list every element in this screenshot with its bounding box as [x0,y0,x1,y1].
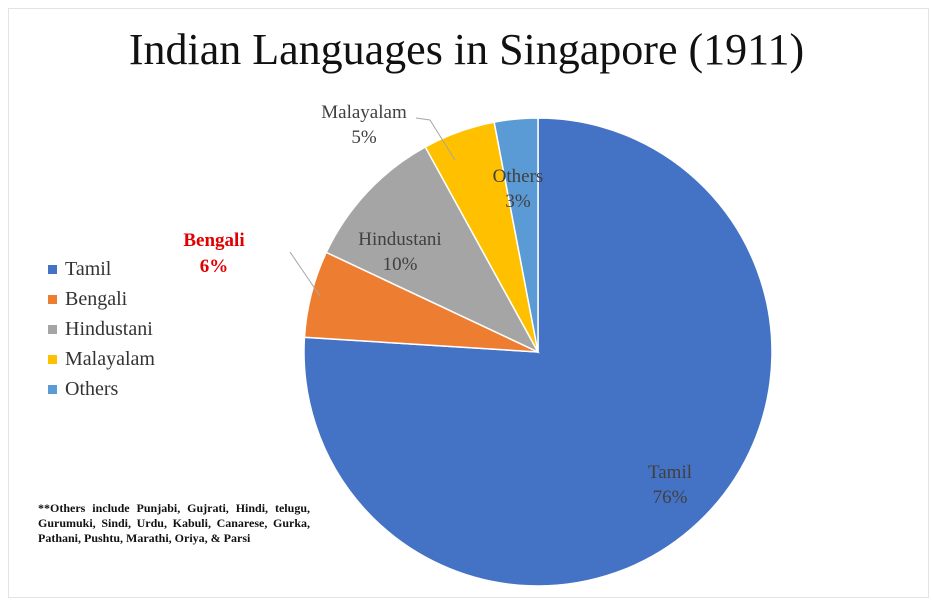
legend-label-malayalam: Malayalam [65,347,155,370]
legend-label-bengali: Bengali [65,287,128,310]
data-label-value-malayalam: 5% [351,127,377,148]
legend-label-others: Others [65,377,119,400]
leader-line-bengali [289,251,321,297]
data-label-name-hindustani: Hindustani [358,229,441,250]
data-label-value-tamil: 76% [653,487,688,508]
data-label-name-tamil: Tamil [648,462,692,483]
data-label-name-malayalam: Malayalam [321,102,407,123]
legend-item-malayalam: Malayalam [48,344,155,374]
legend-swatch-bengali [48,294,57,304]
legend-item-tamil: Tamil [48,254,155,284]
legend-label-hindustani: Hindustani [65,317,153,340]
legend-label-tamil: Tamil [65,257,112,280]
legend-swatch-malayalam [48,354,57,364]
data-label-value-others: 3% [505,191,531,212]
footnote: **Others include Punjabi, Gujrati, Hindi… [38,501,310,545]
legend-item-hindustani: Hindustani [48,314,155,344]
legend-item-bengali: Bengali [48,284,155,314]
data-label-value-bengali: 6% [200,256,229,277]
pie-slice-others [493,117,539,353]
chart-title: Indian Languages in Singapore (1911) [128,25,805,74]
legend-item-others: Others [48,374,155,404]
legend-swatch-others [48,384,57,394]
legend: Tamil Bengali Hindustani Malayalam Other… [48,254,155,404]
legend-swatch-tamil [48,264,57,274]
data-label-name-others: Others [493,166,544,187]
data-label-value-hindustani: 10% [383,254,418,275]
data-label-name-bengali: Bengali [183,230,244,251]
leader-line-malayalam [415,117,456,161]
legend-swatch-hindustani [48,324,57,334]
pie-slice-hindustani [325,145,540,354]
